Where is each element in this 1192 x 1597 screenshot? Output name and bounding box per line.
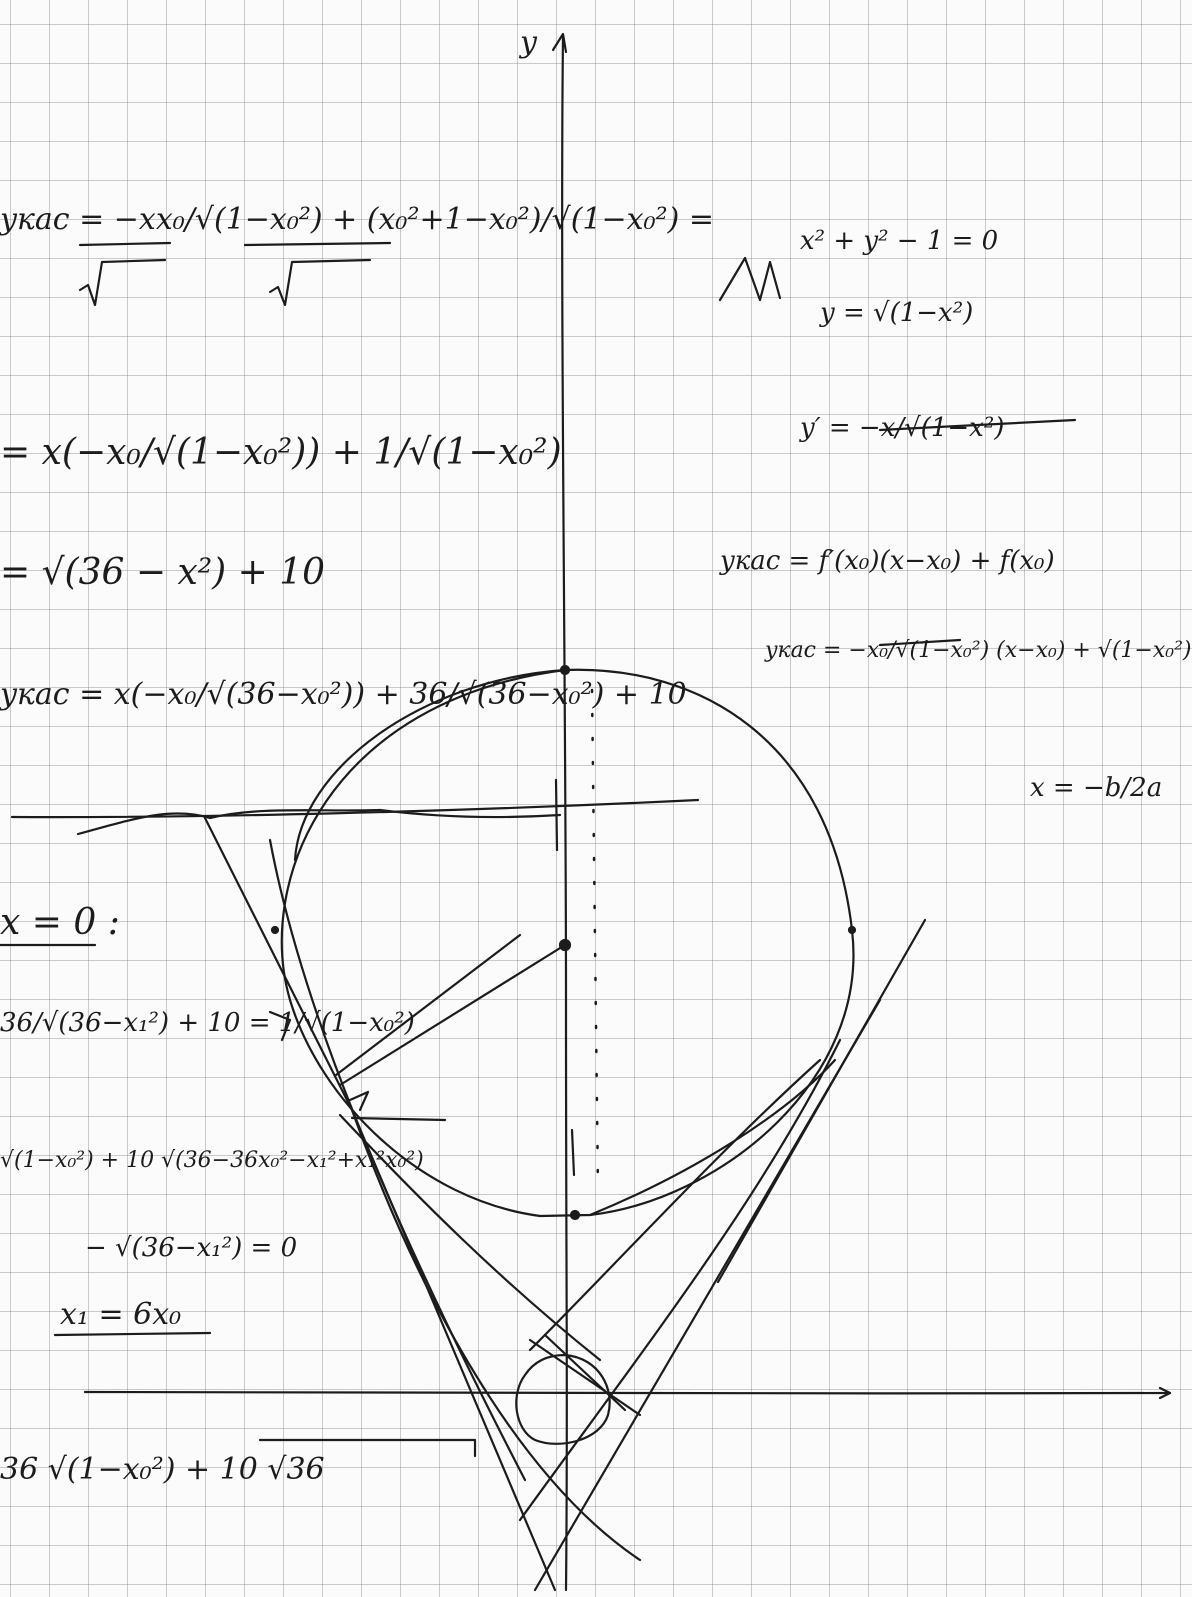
note-function: = √(36 − x²) + 10 <box>0 552 326 593</box>
note-root-term: − √(36−x₁²) = 0 <box>85 1233 298 1263</box>
note-tangent-function: yкас = x(−x₀/√(36−x₀²)) + 36/√(36−x₀²) +… <box>0 677 687 712</box>
note-circle-equation: x² + y² − 1 = 0 <box>800 226 999 256</box>
tangent-right-3 <box>518 1038 842 1522</box>
sqrt-sign-1 <box>78 258 167 307</box>
y-axis <box>561 34 568 1592</box>
bottom-point <box>569 1209 581 1221</box>
note-vertex-formula: x = −b/2a <box>1030 773 1163 803</box>
frac-bar-right-2 <box>878 638 962 647</box>
dotted-guide <box>590 688 600 1192</box>
tangent-right-4 <box>528 1058 822 1352</box>
tangent-left-3 <box>350 1108 642 1562</box>
note-tangent-general: yкас = f′(x₀)(x−x₀) + f(x₀) <box>720 546 1055 576</box>
y-axis-label: y <box>520 25 537 60</box>
note-final-expression: 36 √(1−x₀²) + 10 √36 <box>0 1452 325 1487</box>
x-axis-arrow <box>1158 1386 1172 1400</box>
small-circle <box>515 1353 611 1445</box>
tangent-left-4 <box>338 1113 602 1362</box>
right-angle-mark <box>348 1090 370 1112</box>
frac-bar-1 <box>78 241 172 247</box>
marker-segment-2 <box>543 1333 627 1412</box>
scribble <box>718 256 782 302</box>
radius-line-1 <box>338 943 567 1087</box>
note-simplified-tangent: = x(−x₀/√(1−x₀²)) + 1/√(1−x₀²) <box>0 432 562 473</box>
large-circle <box>280 668 855 1218</box>
wavy-curve <box>76 808 562 836</box>
horizontal-line-top <box>10 798 700 819</box>
underline-x1 <box>53 1331 212 1337</box>
note-result: x₁ = 6x₀ <box>60 1297 182 1332</box>
underline-36 <box>258 1438 477 1458</box>
sqrt-sign-2 <box>268 258 372 307</box>
chord-bottom-left <box>350 1116 447 1122</box>
left-point <box>270 925 280 935</box>
note-x-equals-zero: x = 0 : <box>0 902 120 943</box>
frac-bar-2 <box>243 241 392 247</box>
right-point <box>847 925 857 935</box>
note-derivative: y′ = −x/√(1−x²) <box>800 413 1005 443</box>
note-expanded-equation: √(1−x₀²) + 10 √(36−36x₀²−x₁²+x₁²x₀²) <box>0 1148 424 1173</box>
x-axis <box>83 1390 1172 1395</box>
tangent-right-2 <box>533 998 882 1592</box>
top-point <box>559 664 571 676</box>
axis-mark-2 <box>570 1128 576 1177</box>
right-angle-mark-2 <box>268 1010 292 1042</box>
note-tangent-expansion: yкас = −xx₀/√(1−x₀²) + (x₀²+1−x₀²)/√(1−x… <box>0 202 715 237</box>
note-equation: 36/√(36−x₁²) + 10 = 1/√(1−x₀²) <box>0 1008 415 1038</box>
radius-line-2 <box>334 933 522 1077</box>
marker-segment <box>528 1338 642 1417</box>
frac-bar-right-1 <box>878 418 1077 432</box>
chord-right <box>588 1058 837 1217</box>
note-tangent-specific: yкас = −x₀/√(1−x₀²) (x−x₀) + √(1−x₀²) <box>765 638 1192 663</box>
axis-mark <box>554 778 559 852</box>
y-axis-arrow <box>551 32 568 54</box>
center-point <box>558 938 572 952</box>
note-y-explicit: y = √(1−x²) <box>820 298 974 328</box>
inner-arc <box>293 668 567 862</box>
